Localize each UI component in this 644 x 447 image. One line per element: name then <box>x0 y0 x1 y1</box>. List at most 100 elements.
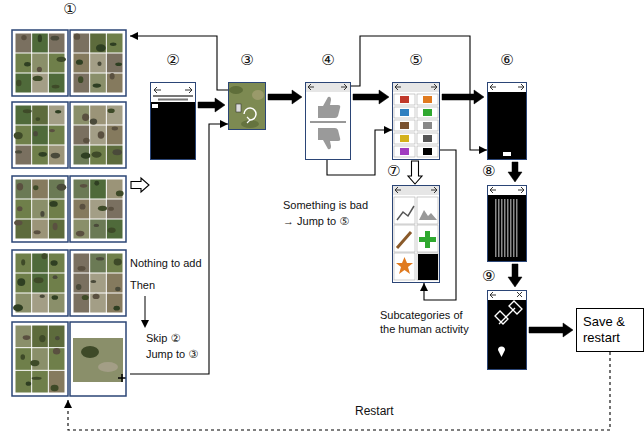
drawing-part <box>16 34 32 53</box>
drawing-part <box>32 200 48 219</box>
drawing-part <box>395 84 437 90</box>
drawing-part <box>93 83 101 87</box>
drawing-part <box>32 146 48 165</box>
drawing-part <box>70 102 126 168</box>
drawing-part <box>510 199 512 257</box>
drawing-part <box>97 61 101 66</box>
drawing-part <box>16 80 21 86</box>
drawing-part <box>394 107 415 118</box>
drawing-part <box>487 290 527 370</box>
drawing-part <box>90 180 106 199</box>
drawing-part <box>490 187 524 193</box>
drawing-part <box>507 199 509 257</box>
phone-screen: ③ <box>228 82 266 130</box>
drawing-part <box>487 185 527 262</box>
drawing-part <box>417 94 438 105</box>
drawing-part <box>90 274 106 293</box>
drawing-part <box>110 42 117 45</box>
drawing-part <box>30 360 39 366</box>
drawing-part <box>107 274 123 293</box>
drawing-part <box>74 294 90 313</box>
drawing-part <box>396 257 413 274</box>
drawing-part <box>310 122 346 123</box>
drawing-part <box>90 254 106 273</box>
drawing-part <box>16 326 32 348</box>
flow-arrow <box>442 90 484 104</box>
edge-label: Restart <box>352 404 397 420</box>
drawing-part <box>108 227 116 232</box>
drawing-part <box>70 250 126 316</box>
drawing-part <box>16 371 32 393</box>
drawing-part <box>74 106 90 125</box>
annotation-anchor: → Jump to ⑤ <box>283 214 349 228</box>
drawing-part <box>35 117 40 121</box>
drawing-part <box>79 204 85 210</box>
drawing-part <box>498 199 500 257</box>
drawing-part <box>236 104 241 112</box>
drawing-part <box>16 106 32 125</box>
drawing-part <box>417 225 438 252</box>
drawing-part <box>417 107 438 118</box>
drawing-part <box>49 129 55 132</box>
drawing-part <box>17 278 25 286</box>
drawing-part <box>32 180 48 199</box>
drawing-part <box>51 153 60 159</box>
drawing-part <box>392 185 440 195</box>
drawing-part <box>12 102 68 168</box>
drawing-part <box>495 199 497 257</box>
flow-arrow <box>353 90 389 104</box>
drawing-part <box>394 225 415 252</box>
drawing-part <box>394 120 415 131</box>
photo-thumbnails <box>12 30 126 396</box>
drawing-part <box>90 146 106 165</box>
drawing-part <box>490 84 524 90</box>
annotation-anchor: Then <box>130 278 155 292</box>
screen-6 <box>487 82 527 160</box>
drawing-part <box>50 260 57 266</box>
drawing-part <box>57 184 67 191</box>
drawing-part <box>33 76 43 81</box>
drawing-part <box>39 335 45 342</box>
drawing-part <box>418 254 438 280</box>
photo-thumbnail <box>12 102 68 168</box>
drawing-part <box>76 231 84 237</box>
drawing-part <box>73 338 123 382</box>
drawing-part <box>51 385 59 392</box>
drawing-part <box>74 254 90 273</box>
annotation-anchor: Nothing to add <box>130 256 202 270</box>
drawing-part <box>423 96 432 103</box>
drawing-part <box>21 354 26 360</box>
drawing-part <box>241 120 259 128</box>
drawing-part <box>98 362 118 372</box>
drawing-part <box>395 187 437 193</box>
drawing-part <box>24 62 30 66</box>
flow-arrow <box>131 178 149 192</box>
flow-arrow <box>130 124 228 374</box>
drawing-part <box>108 207 114 211</box>
annotation-anchor: Something is bad <box>283 198 368 212</box>
drawing-part <box>16 54 32 73</box>
drawing-part <box>107 126 123 145</box>
drawing-part <box>318 97 340 118</box>
drawing-part <box>107 200 123 219</box>
drawing-part <box>229 86 243 94</box>
drawing-part <box>394 94 415 105</box>
photo-thumbnail <box>12 322 68 396</box>
drawing-part <box>400 109 409 116</box>
flow-arrow <box>68 352 610 430</box>
drawing-part <box>49 146 65 165</box>
drawing-part <box>417 146 438 157</box>
drawing-part <box>32 348 48 370</box>
drawing-part <box>23 109 32 113</box>
drawing-part <box>74 220 90 239</box>
drawing-part <box>98 206 107 211</box>
drawing-part <box>107 294 123 313</box>
drawing-part <box>70 30 126 96</box>
drawing-part <box>487 185 527 195</box>
phone-screen: ⑥ <box>487 82 527 160</box>
then-arrow <box>141 296 149 328</box>
drawing-part <box>394 197 415 224</box>
drawing-part <box>81 346 99 358</box>
drawing-part <box>113 306 119 311</box>
annotation: → Jump to ⑤ <box>283 214 349 228</box>
